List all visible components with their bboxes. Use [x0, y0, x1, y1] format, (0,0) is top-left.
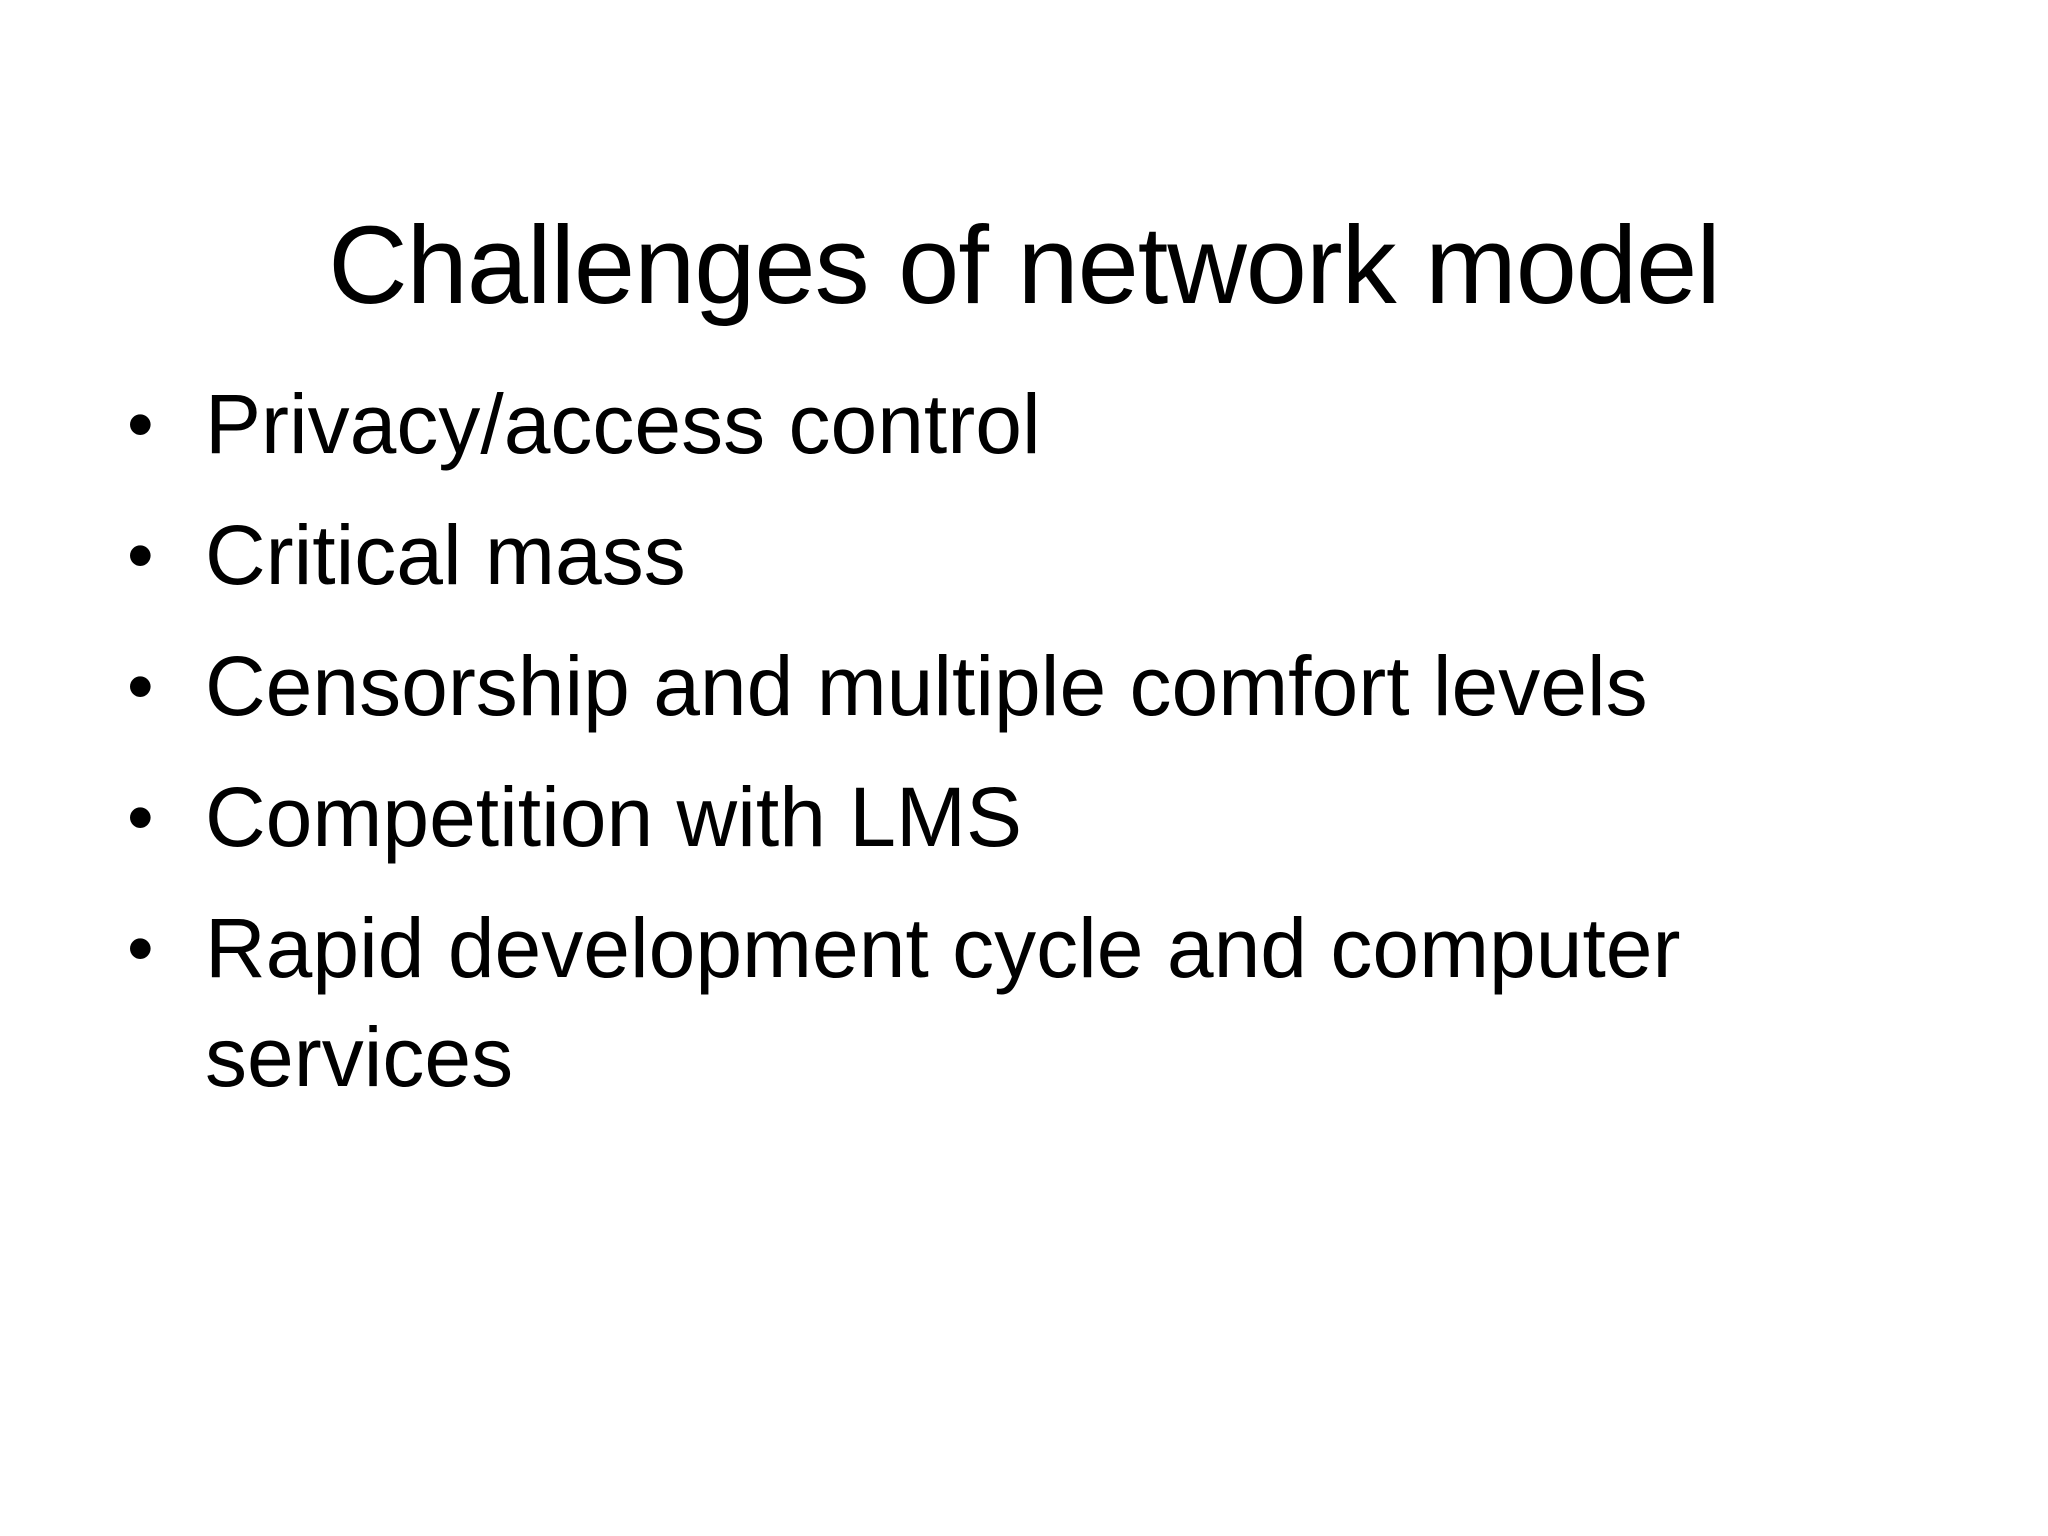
bullet-list: • Privacy/access control • Critical mass…: [127, 370, 1787, 1134]
bullet-text: Rapid development cycle and computer ser…: [205, 901, 1681, 1104]
bullet-marker: •: [127, 382, 154, 467]
bullet-item: • Critical mass: [127, 501, 1787, 610]
bullet-marker: •: [127, 906, 154, 991]
bullet-marker: •: [127, 513, 154, 598]
bullet-item: • Rapid development cycle and computer s…: [127, 894, 1787, 1112]
bullet-text: Competition with LMS: [205, 770, 1022, 864]
slide-title: Challenges of network model: [328, 203, 1721, 327]
bullet-item: • Privacy/access control: [127, 370, 1787, 479]
bullet-text: Privacy/access control: [205, 377, 1041, 471]
bullet-item: • Competition with LMS: [127, 763, 1787, 872]
bullet-marker: •: [127, 644, 154, 729]
bullet-item: • Censorship and multiple comfort levels: [127, 632, 1787, 741]
bullet-text: Critical mass: [205, 508, 686, 602]
bullet-text: Censorship and multiple comfort levels: [205, 639, 1648, 733]
bullet-marker: •: [127, 775, 154, 860]
